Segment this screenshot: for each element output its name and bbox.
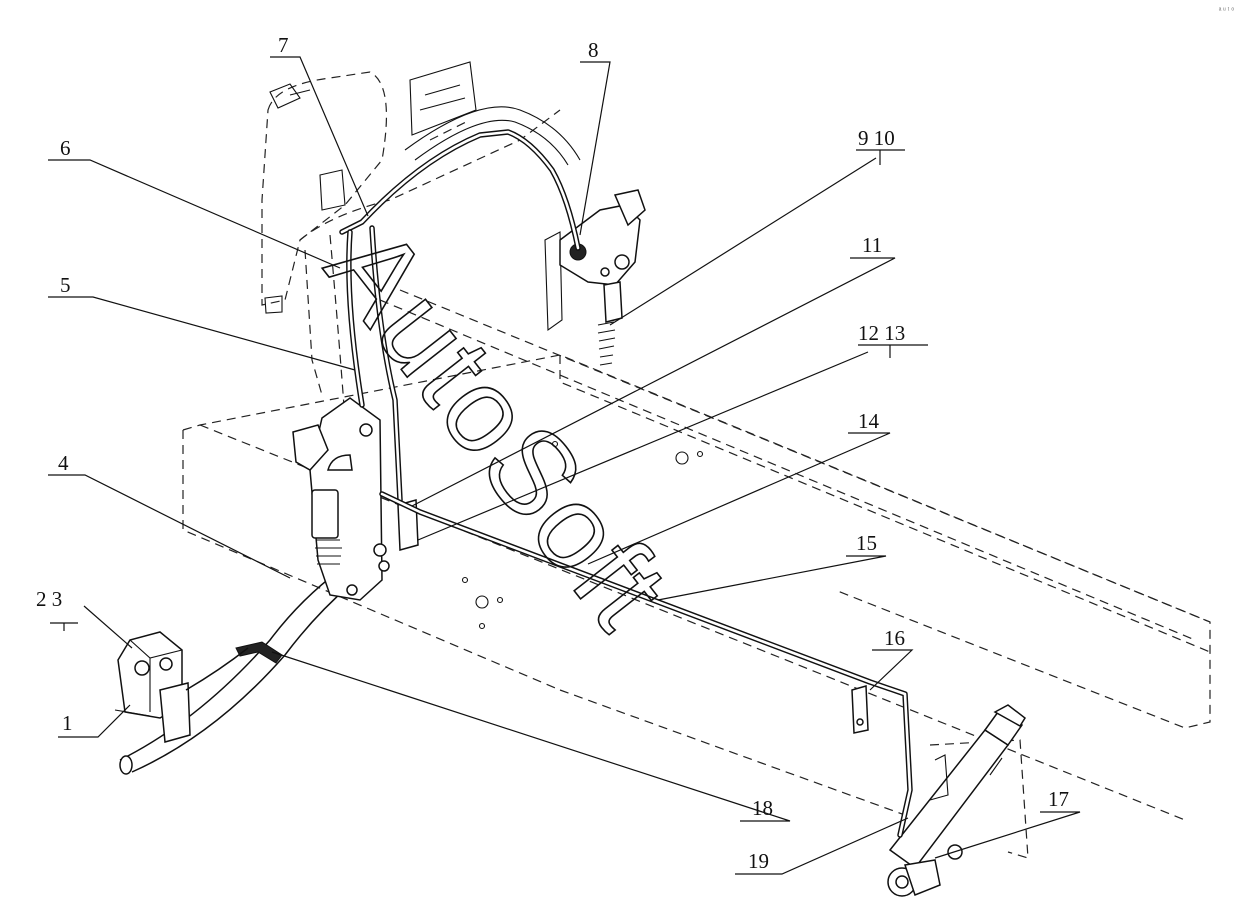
leader-lines	[48, 56, 1081, 875]
callout-17: 17	[1048, 787, 1069, 811]
hydraulic-pipes	[339, 129, 913, 838]
callout-12-13: 12 13	[858, 321, 905, 345]
corner-mark: ᵃᵘᵗᵒ	[1218, 7, 1235, 15]
callout-5: 5	[60, 273, 71, 297]
pipe-clip-wrap	[235, 641, 283, 664]
bolt	[856, 718, 864, 726]
callout-16: 16	[884, 626, 905, 650]
callout-8: 8	[588, 38, 599, 62]
callout-7: 7	[278, 33, 289, 57]
frame-rail-dashed	[182, 289, 1211, 859]
tilt-pump	[114, 631, 249, 743]
tilt-cylinder	[887, 704, 1026, 897]
callout-14: 14	[858, 409, 880, 433]
callout-19: 19	[748, 849, 769, 873]
callout-9-10: 9 10	[858, 126, 895, 150]
callout-18: 18	[752, 796, 773, 820]
callout-6: 6	[60, 136, 71, 160]
callout-2-3: 2 3	[36, 587, 62, 611]
callout-15: 15	[856, 531, 877, 555]
left-cab-mount	[292, 397, 390, 601]
callout-1: 1	[62, 711, 73, 735]
pipe-bracket-16	[851, 685, 869, 734]
pipe-clamp	[397, 499, 419, 551]
callout-11: 11	[862, 233, 882, 257]
callout-labels: 1 2 3 4 5 6 7 8 9 10 11 12 13 14 15 16 1…	[36, 33, 1069, 873]
callout-4: 4	[58, 451, 69, 475]
frame-holes	[461, 440, 704, 630]
right-cab-lock	[559, 189, 646, 366]
